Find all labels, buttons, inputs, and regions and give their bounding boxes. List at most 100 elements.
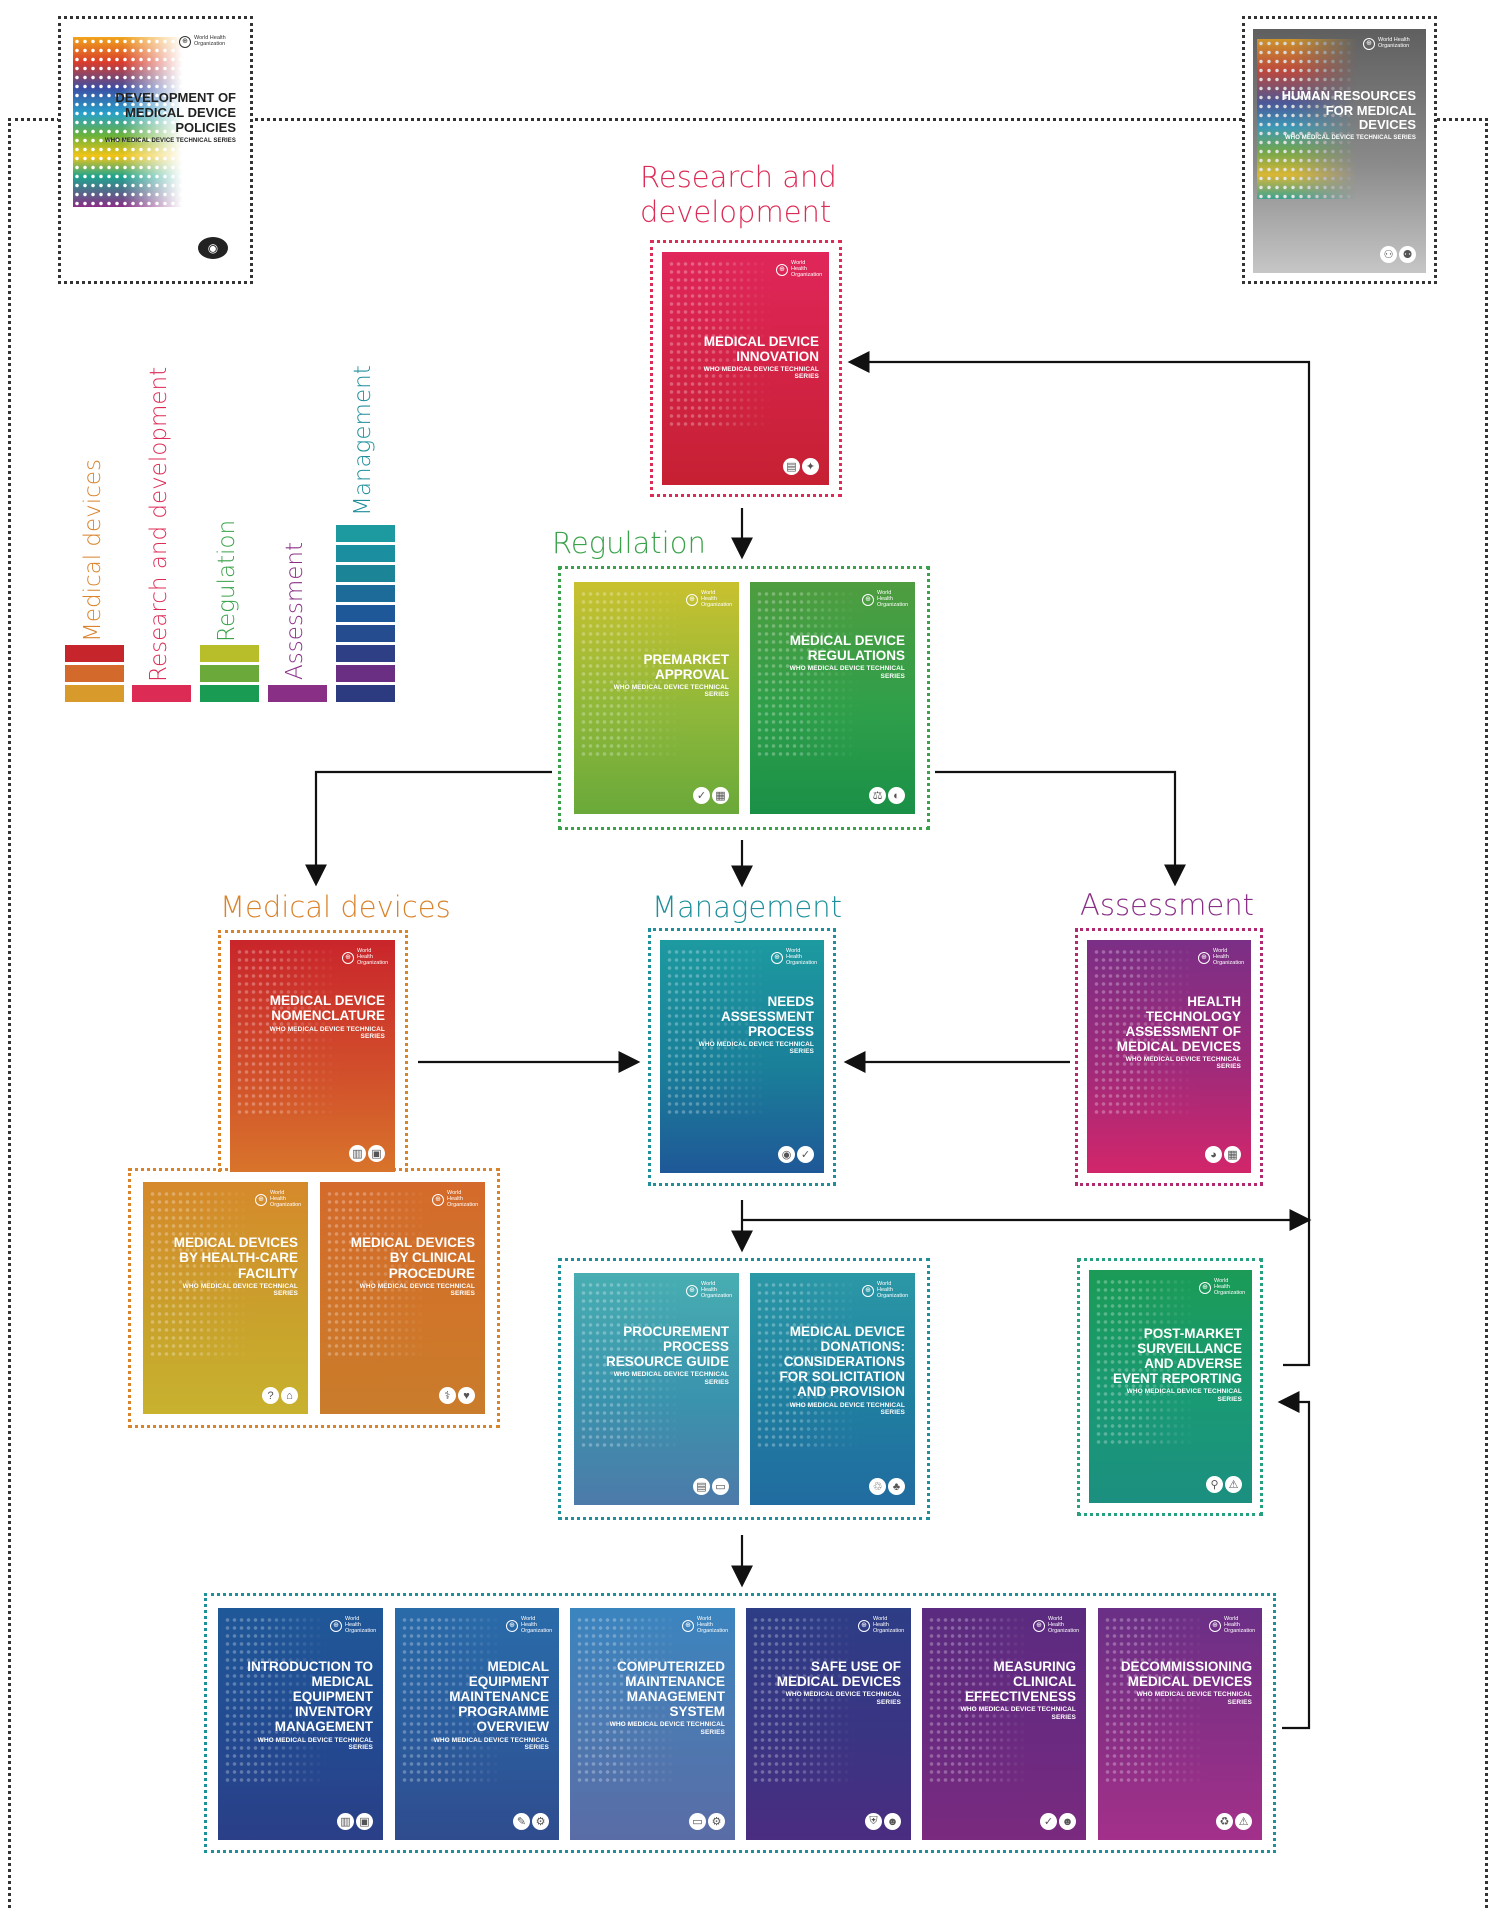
cover-decommissioning-medical-devices[interactable]: ⊕World Health Organization DECOMMISSIONI… — [1098, 1608, 1262, 1840]
group-research — [650, 240, 842, 497]
who-org-name: World Health Organization — [786, 948, 818, 966]
group-regulation — [558, 566, 930, 830]
who-org-name: World Health Organization — [345, 1616, 377, 1634]
who-org-name: World Health Organization — [270, 1190, 302, 1208]
who-logo: ⊕World Health Organization — [771, 948, 818, 966]
cover-series: WHO MEDICAL DEVICE TECHNICAL SERIES — [359, 1282, 475, 1297]
cover-medical-devices-by-health-care-facility[interactable]: ⊕World Health Organization MEDICAL DEVIC… — [143, 1182, 308, 1414]
cover-title-text: HEALTH TECHNOLOGY ASSESSMENT OF MEDICAL … — [1116, 993, 1241, 1054]
cover-development-of-medical-device-policies[interactable]: ⊕ World Health Organization DEVELOPMENT … — [69, 27, 242, 273]
section-label-assessment: Assessment — [1080, 888, 1254, 922]
arrow-regulation-to-medical-devices — [305, 770, 552, 887]
legend-bar — [65, 665, 124, 682]
cover-title-text: MEDICAL DEVICE INNOVATION — [703, 333, 819, 364]
who-org-name: World Health Organization — [701, 1281, 733, 1299]
scale-icon: ◕▦ — [1205, 1146, 1241, 1163]
dot-pattern — [149, 1190, 278, 1358]
who-org-name: World Health Organization — [877, 1281, 909, 1299]
who-logo: ⊕World Health Organization — [342, 948, 388, 966]
who-globe-icon: ⊕ — [1199, 1281, 1211, 1294]
chart-icon: ✓☻ — [1040, 1813, 1076, 1830]
who-globe-icon: ⊕ — [858, 1619, 870, 1632]
group-medical-devices-top — [218, 930, 408, 1172]
rainbow-dots — [73, 37, 183, 207]
cover-title-text: PREMARKET APPROVAL — [643, 651, 729, 682]
who-logo: ⊕World Health Organization — [686, 1281, 733, 1299]
cover-measuring-clinical-effectiveness[interactable]: ⊕World Health Organization MEASURING CLI… — [922, 1608, 1086, 1840]
section-label-regulation: Regulation — [552, 526, 706, 560]
legend-bar — [336, 585, 395, 602]
who-logo: ⊕World Health Organization — [858, 1616, 904, 1634]
warning-icon: ♻⚠ — [1216, 1813, 1252, 1830]
cover-title-text: PROCUREMENT PROCESS RESOURCE GUIDE — [605, 1324, 729, 1370]
cover-title: POST-MARKET SURVEILLANCE AND ADVERSE EVE… — [1112, 1326, 1242, 1403]
cover-introduction-to-inventory-management[interactable]: ⊕World Health Organization INTRODUCTION … — [218, 1608, 383, 1840]
who-globe-icon: ⊕ — [862, 593, 874, 606]
legend-bar — [132, 685, 191, 702]
who-globe-icon: ⊕ — [432, 1193, 444, 1206]
cover-series: WHO MEDICAL DEVICE TECHNICAL SERIES — [698, 1040, 814, 1056]
who-logo: ⊕World Health Organization — [862, 1281, 909, 1299]
barcode-icon: ▥▣ — [349, 1145, 385, 1162]
who-globe-icon: ⊕ — [1363, 38, 1375, 50]
document-check-icon: ✓▦ — [693, 787, 729, 804]
who-globe-icon: ⊕ — [342, 951, 354, 964]
cover-series: WHO MEDICAL DEVICE TECHNICAL SERIES — [182, 1282, 298, 1297]
cover-safe-use-of-medical-devices[interactable]: ⊕World Health Organization SAFE USE OF M… — [746, 1608, 911, 1840]
cover-human-resources-for-medical-devices[interactable]: ⊕ World Health Organization HUMAN RESOUR… — [1253, 29, 1426, 273]
who-logo: ⊕World Health Organization — [330, 1616, 377, 1634]
arrow-postmarket-to-innovation — [847, 351, 1311, 1367]
cover-series: WHO MEDICAL DEVICE TECHNICAL SERIES — [613, 683, 729, 699]
legend-bar — [336, 625, 395, 642]
cover-medical-device-donations[interactable]: ⊕World Health Organization MEDICAL DEVIC… — [750, 1273, 915, 1505]
cover-premarket-approval[interactable]: ⊕World Health Organization PREMARKET APP… — [574, 582, 739, 814]
dot-pattern — [576, 1616, 705, 1784]
cover-health-technology-assessment[interactable]: ⊕World Health Organization HEALTH TECHNO… — [1087, 940, 1251, 1173]
cover-title-text: MEDICAL DEVICE DONATIONS: CONSIDERATIONS… — [779, 1324, 906, 1400]
cover-post-market-surveillance[interactable]: ⊕World Health Organization POST-MARKET S… — [1089, 1270, 1252, 1503]
cover-procurement-process-resource-guide[interactable]: ⊕World Health Organization PROCUREMENT P… — [574, 1273, 739, 1505]
cover-title-text: MEDICAL DEVICE REGULATIONS — [789, 633, 905, 664]
cover-medical-device-innovation[interactable]: ⊕World Health Organization MEDICAL DEVIC… — [662, 252, 829, 485]
who-logo: ⊕World Health Organization — [432, 1190, 478, 1208]
outer-frame — [8, 118, 1488, 1908]
group-operations — [204, 1593, 1276, 1853]
cover-title-text: MEDICAL DEVICES BY CLINICAL PROCEDURE — [350, 1235, 475, 1281]
legend-bar — [336, 605, 395, 622]
who-org-name: World Health Organization — [521, 1616, 553, 1634]
cover-computerized-maintenance-management-system[interactable]: ⊕World Health Organization COMPUTERIZED … — [570, 1608, 735, 1840]
cover-maintenance-programme-overview[interactable]: ⊕World Health Organization MEDICAL EQUIP… — [395, 1608, 559, 1840]
cover-title-text: MEASURING CLINICAL EFFECTIVENESS — [964, 1659, 1076, 1705]
gift-icon: ♲♣ — [869, 1478, 905, 1495]
cover-title: MEDICAL DEVICE DONATIONS: CONSIDERATIONS… — [773, 1324, 906, 1416]
dot-pattern — [668, 260, 799, 428]
legend-bar — [336, 665, 395, 682]
cover-series: WHO MEDICAL DEVICE TECHNICAL SERIES — [1125, 1056, 1241, 1071]
cover-title-text: COMPUTERIZED MAINTENANCE MANAGEMENT SYST… — [617, 1659, 725, 1720]
dot-pattern — [401, 1616, 529, 1784]
cover-medical-device-nomenclature[interactable]: ⊕World Health Organization MEDICAL DEVIC… — [230, 940, 395, 1172]
who-logo: ⊕World Health Organization — [682, 1616, 728, 1634]
who-globe-icon: ⊕ — [1209, 1619, 1221, 1632]
cover-series: WHO MEDICAL DEVICE TECHNICAL SERIES — [789, 665, 905, 680]
cover-medical-device-regulations[interactable]: ⊕World Health Organization MEDICAL DEVIC… — [750, 582, 915, 814]
shield-icon: ⛨☻ — [865, 1813, 901, 1830]
cover-title: INTRODUCTION TO MEDICAL EQUIPMENT INVENT… — [241, 1659, 373, 1751]
legend-bar — [65, 645, 124, 662]
top-right-cover-frame: ⊕ World Health Organization HUMAN RESOUR… — [1242, 16, 1437, 284]
cover-title: COMPUTERIZED MAINTENANCE MANAGEMENT SYST… — [593, 1659, 725, 1736]
dot-pattern — [928, 1616, 1056, 1784]
cover-title: HEALTH TECHNOLOGY ASSESSMENT OF MEDICAL … — [1110, 994, 1241, 1071]
cover-needs-assessment-process[interactable]: ⊕World Health Organization NEEDS ASSESSM… — [660, 940, 824, 1173]
who-globe-icon: ⊕ — [255, 1193, 267, 1206]
section-label-medical-devices: Medical devices — [220, 890, 451, 924]
cover-medical-devices-by-clinical-procedure[interactable]: ⊕World Health Organization MEDICAL DEVIC… — [320, 1182, 485, 1414]
cover-title-text: DECOMMISSIONING MEDICAL DEVICES — [1120, 1659, 1253, 1690]
who-logo: ⊕World Health Organization — [1199, 1278, 1245, 1296]
